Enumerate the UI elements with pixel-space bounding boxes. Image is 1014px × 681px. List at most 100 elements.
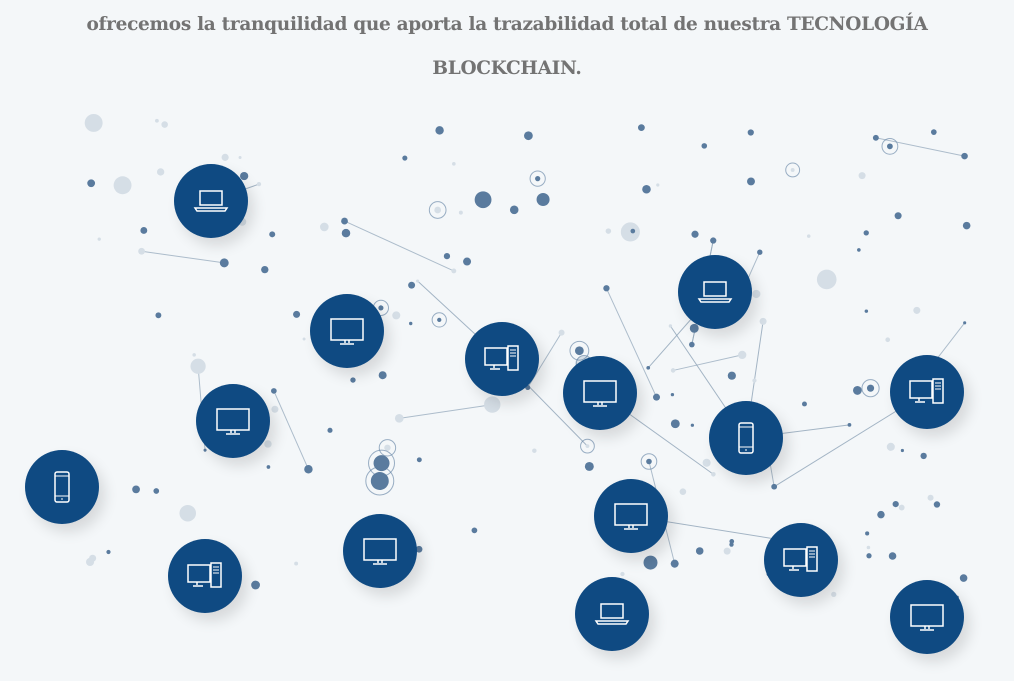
- network-dot: [847, 422, 852, 427]
- network-dot: [898, 504, 905, 511]
- network-dot: [302, 337, 306, 341]
- network-dot: [132, 485, 140, 494]
- network-dot: [524, 131, 533, 141]
- laptop-icon: [594, 603, 630, 625]
- network-dot: [857, 248, 861, 252]
- monitor-icon: [614, 503, 648, 530]
- network-dot: [886, 442, 895, 451]
- network-dot: [670, 419, 680, 429]
- network-dot: [670, 368, 676, 373]
- device-node: [575, 577, 649, 651]
- network-dot: [747, 177, 755, 186]
- device-node: [890, 355, 964, 429]
- network-dot: [584, 461, 594, 471]
- network-dot: [474, 191, 492, 209]
- network-dot: [294, 561, 299, 566]
- device-node: [196, 384, 270, 458]
- network-dot: [153, 488, 160, 494]
- monitor-icon: [910, 604, 944, 631]
- desktop-icon: [783, 546, 818, 572]
- phone-icon: [54, 471, 70, 503]
- network-dot: [757, 249, 763, 255]
- device-node: [168, 539, 242, 613]
- device-node: [764, 523, 838, 597]
- network-dot: [668, 324, 673, 328]
- network-dot: [710, 237, 717, 244]
- network-dot: [240, 171, 249, 181]
- network-dot: [959, 574, 968, 582]
- network-dot: [877, 510, 885, 519]
- network-dot: [670, 392, 675, 397]
- device-node: [594, 479, 668, 553]
- network-dot: [373, 455, 390, 472]
- network-dot: [394, 413, 404, 423]
- network-dot: [392, 311, 401, 320]
- network-dot: [831, 591, 837, 597]
- network-dot: [863, 230, 869, 236]
- phone-icon: [738, 422, 754, 454]
- network-dot: [913, 306, 921, 314]
- network-dot: [802, 401, 807, 407]
- network-dot: [415, 545, 423, 553]
- network-dot: [759, 317, 767, 325]
- network-dot: [219, 258, 229, 268]
- network-dot: [933, 501, 941, 508]
- network-dot: [161, 121, 168, 128]
- network-ring: [529, 170, 546, 187]
- headline-line-1: ofrecemos la tranquilidad que aporta la …: [86, 14, 928, 35]
- network-dot: [790, 168, 795, 172]
- network-dot: [920, 452, 927, 460]
- network-dot: [106, 549, 111, 555]
- device-node: [25, 450, 99, 524]
- network-link: [399, 404, 493, 419]
- device-node: [890, 580, 964, 654]
- network-dot: [620, 571, 625, 577]
- network-link: [875, 137, 965, 157]
- network-dot: [852, 386, 862, 395]
- network-dot: [866, 545, 871, 550]
- laptop-icon: [697, 281, 733, 303]
- network-ring: [378, 439, 397, 457]
- network-dot: [451, 268, 457, 274]
- device-node: [310, 294, 384, 368]
- network-dot: [402, 155, 408, 161]
- network-dot: [256, 181, 262, 187]
- network-dot: [452, 162, 456, 166]
- network-dot: [653, 393, 661, 401]
- network-dot: [646, 365, 651, 370]
- laptop-icon: [193, 190, 229, 212]
- network-dot: [637, 124, 645, 132]
- network-dot: [378, 305, 384, 311]
- network-dot: [341, 228, 351, 238]
- network-dot: [304, 465, 313, 474]
- network-dot: [701, 143, 708, 149]
- network-dot: [261, 265, 269, 274]
- network-dot: [327, 427, 333, 433]
- monitor-icon: [330, 318, 364, 345]
- network-link: [273, 390, 309, 470]
- network-dot: [535, 176, 541, 182]
- network-dot: [816, 269, 837, 290]
- network-dot: [221, 153, 229, 161]
- network-dot: [155, 312, 162, 319]
- network-dot: [203, 448, 207, 452]
- network-dot: [690, 423, 695, 427]
- device-node: [174, 164, 248, 238]
- network-dot: [630, 228, 636, 234]
- network-dot: [702, 458, 711, 467]
- network-dot: [87, 179, 96, 188]
- network-dot: [271, 388, 277, 394]
- network-ring: [785, 162, 801, 178]
- device-node: [678, 255, 752, 329]
- network-dot: [670, 559, 679, 568]
- network-dot: [536, 192, 550, 206]
- network-dot: [885, 337, 891, 343]
- desktop-icon: [187, 562, 222, 588]
- network-dot: [603, 285, 610, 292]
- network-dot: [471, 527, 478, 534]
- monitor-icon: [216, 408, 250, 435]
- network-dot: [752, 378, 757, 383]
- network-dot: [384, 444, 391, 451]
- network-dot: [747, 129, 754, 136]
- monitor-icon: [363, 538, 397, 565]
